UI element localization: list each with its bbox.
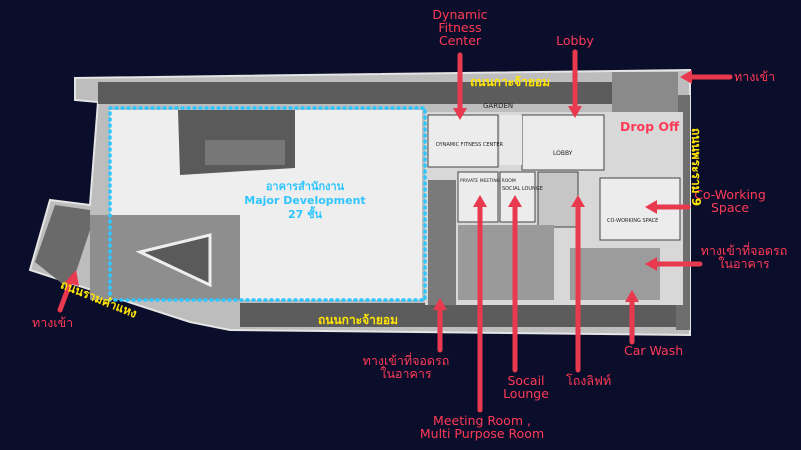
road-left — [35, 205, 90, 290]
lift-core — [537, 171, 579, 228]
label-drop-off: Drop Off — [620, 119, 680, 134]
label-lift-lobby: โถงลิฟท์ — [566, 373, 612, 388]
arrowhead-entrance-left — [65, 270, 79, 286]
plan-fitness: DYNAMIC FITNESS CENTER — [436, 142, 504, 148]
plan-social: SOCIAL LOUNGE — [502, 186, 543, 192]
plan-meeting: PRIVATE MEETING ROOM — [460, 178, 516, 184]
label-parking-entry-bottom: ทางเข้าที่จอดรถ ในอาคาร — [362, 353, 450, 381]
existing-building — [205, 140, 285, 165]
plan-garden: GARDEN — [483, 102, 513, 110]
road-label-top: ถนนกาะจ้ายอม — [470, 75, 551, 89]
arrowhead-meeting — [473, 195, 487, 207]
label-co-working: Co-Working Space — [694, 187, 766, 215]
road-label-bottom: ถนนกาะจ้ายอม — [318, 313, 399, 327]
garden-area — [500, 115, 522, 165]
office-title: อาคารสำนักงาน Major Development 27 ชั้น — [244, 180, 366, 221]
road-bottom — [240, 303, 680, 327]
arrowhead-social — [508, 195, 522, 207]
label-entrance-top: ทางเข้า — [734, 69, 776, 84]
label-entrance-left: ทางเข้า — [32, 315, 74, 330]
ramp-left — [428, 180, 456, 305]
arrowhead-lobby — [568, 106, 582, 118]
plan-lobby: LOBBY — [553, 150, 573, 157]
arrowhead-parking-right — [645, 257, 657, 271]
arrowhead-fitness — [453, 108, 467, 120]
label-lobby: Lobby — [556, 33, 594, 48]
label-meeting-room: Meeting Room , Multi Purpose Room — [419, 413, 545, 441]
lobby-room — [521, 114, 605, 171]
road-top — [98, 82, 618, 104]
arrowhead-entrance-top — [680, 70, 692, 84]
label-car-wash: Car Wash — [624, 343, 684, 358]
office-outline — [108, 106, 427, 302]
plan-coworking: CO-WORKING SPACE — [607, 218, 658, 224]
label-dynamic-fitness: Dynamic Fitness Center — [432, 7, 488, 48]
label-social-lounge: Socail Lounge — [503, 373, 549, 401]
road-label-right: ถนนพระราม 9 — [689, 128, 703, 207]
fitness-room — [427, 114, 499, 168]
carwash-block — [570, 248, 660, 300]
arrowhead-lift — [571, 195, 585, 207]
parking-block — [458, 225, 554, 300]
arrowhead-carwash — [625, 290, 639, 302]
triangle-plaza — [135, 233, 212, 288]
label-parking-entry-right: ทางเข้าที่จอดรถ ในอาคาร — [700, 243, 788, 271]
arrowhead-coworking — [645, 200, 657, 214]
arrowhead-parking-bottom — [433, 298, 447, 310]
